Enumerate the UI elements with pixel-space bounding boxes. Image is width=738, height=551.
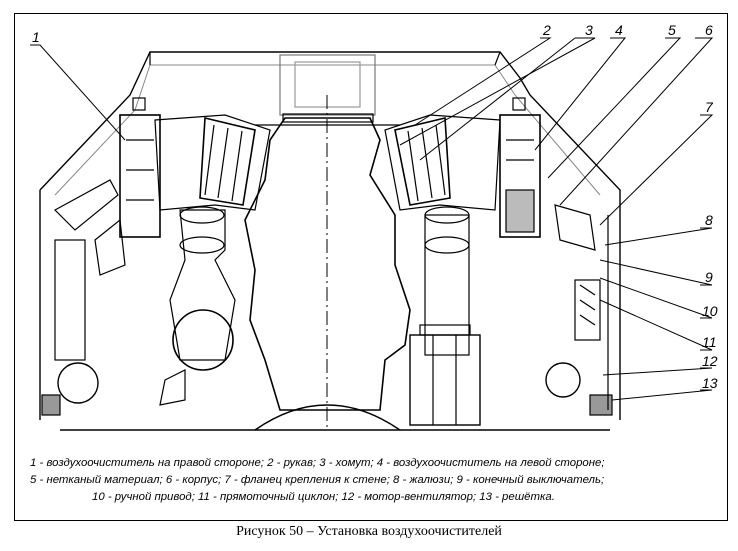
legend-line-3: 10 - ручной привод; 11 - прямоточный цик… [92,491,555,503]
callout-7: 7 [705,99,714,115]
callout-10: 10 [702,303,718,319]
callout-9: 9 [705,269,713,285]
drawing-frame [14,13,728,521]
figure-caption: Рисунок 50 – Установка воздухоочистителе… [236,524,502,539]
legend-line-2: 5 - нетканый материал; 6 - корпус; 7 - ф… [30,474,605,486]
callout-12: 12 [702,353,718,369]
callout-5: 5 [668,22,676,38]
callout-11: 11 [702,334,717,350]
callout-2: 2 [542,22,551,38]
callout-3: 3 [585,22,593,38]
callout-8: 8 [705,212,713,228]
callout-1: 1 [32,29,40,45]
callout-4: 4 [615,22,623,38]
legend-line-1: 1 - воздухоочиститель на правой стороне;… [30,457,605,469]
callout-13: 13 [702,375,718,391]
callout-6: 6 [705,22,713,38]
legend: 1 - воздухоочиститель на правой стороне;… [30,455,720,506]
